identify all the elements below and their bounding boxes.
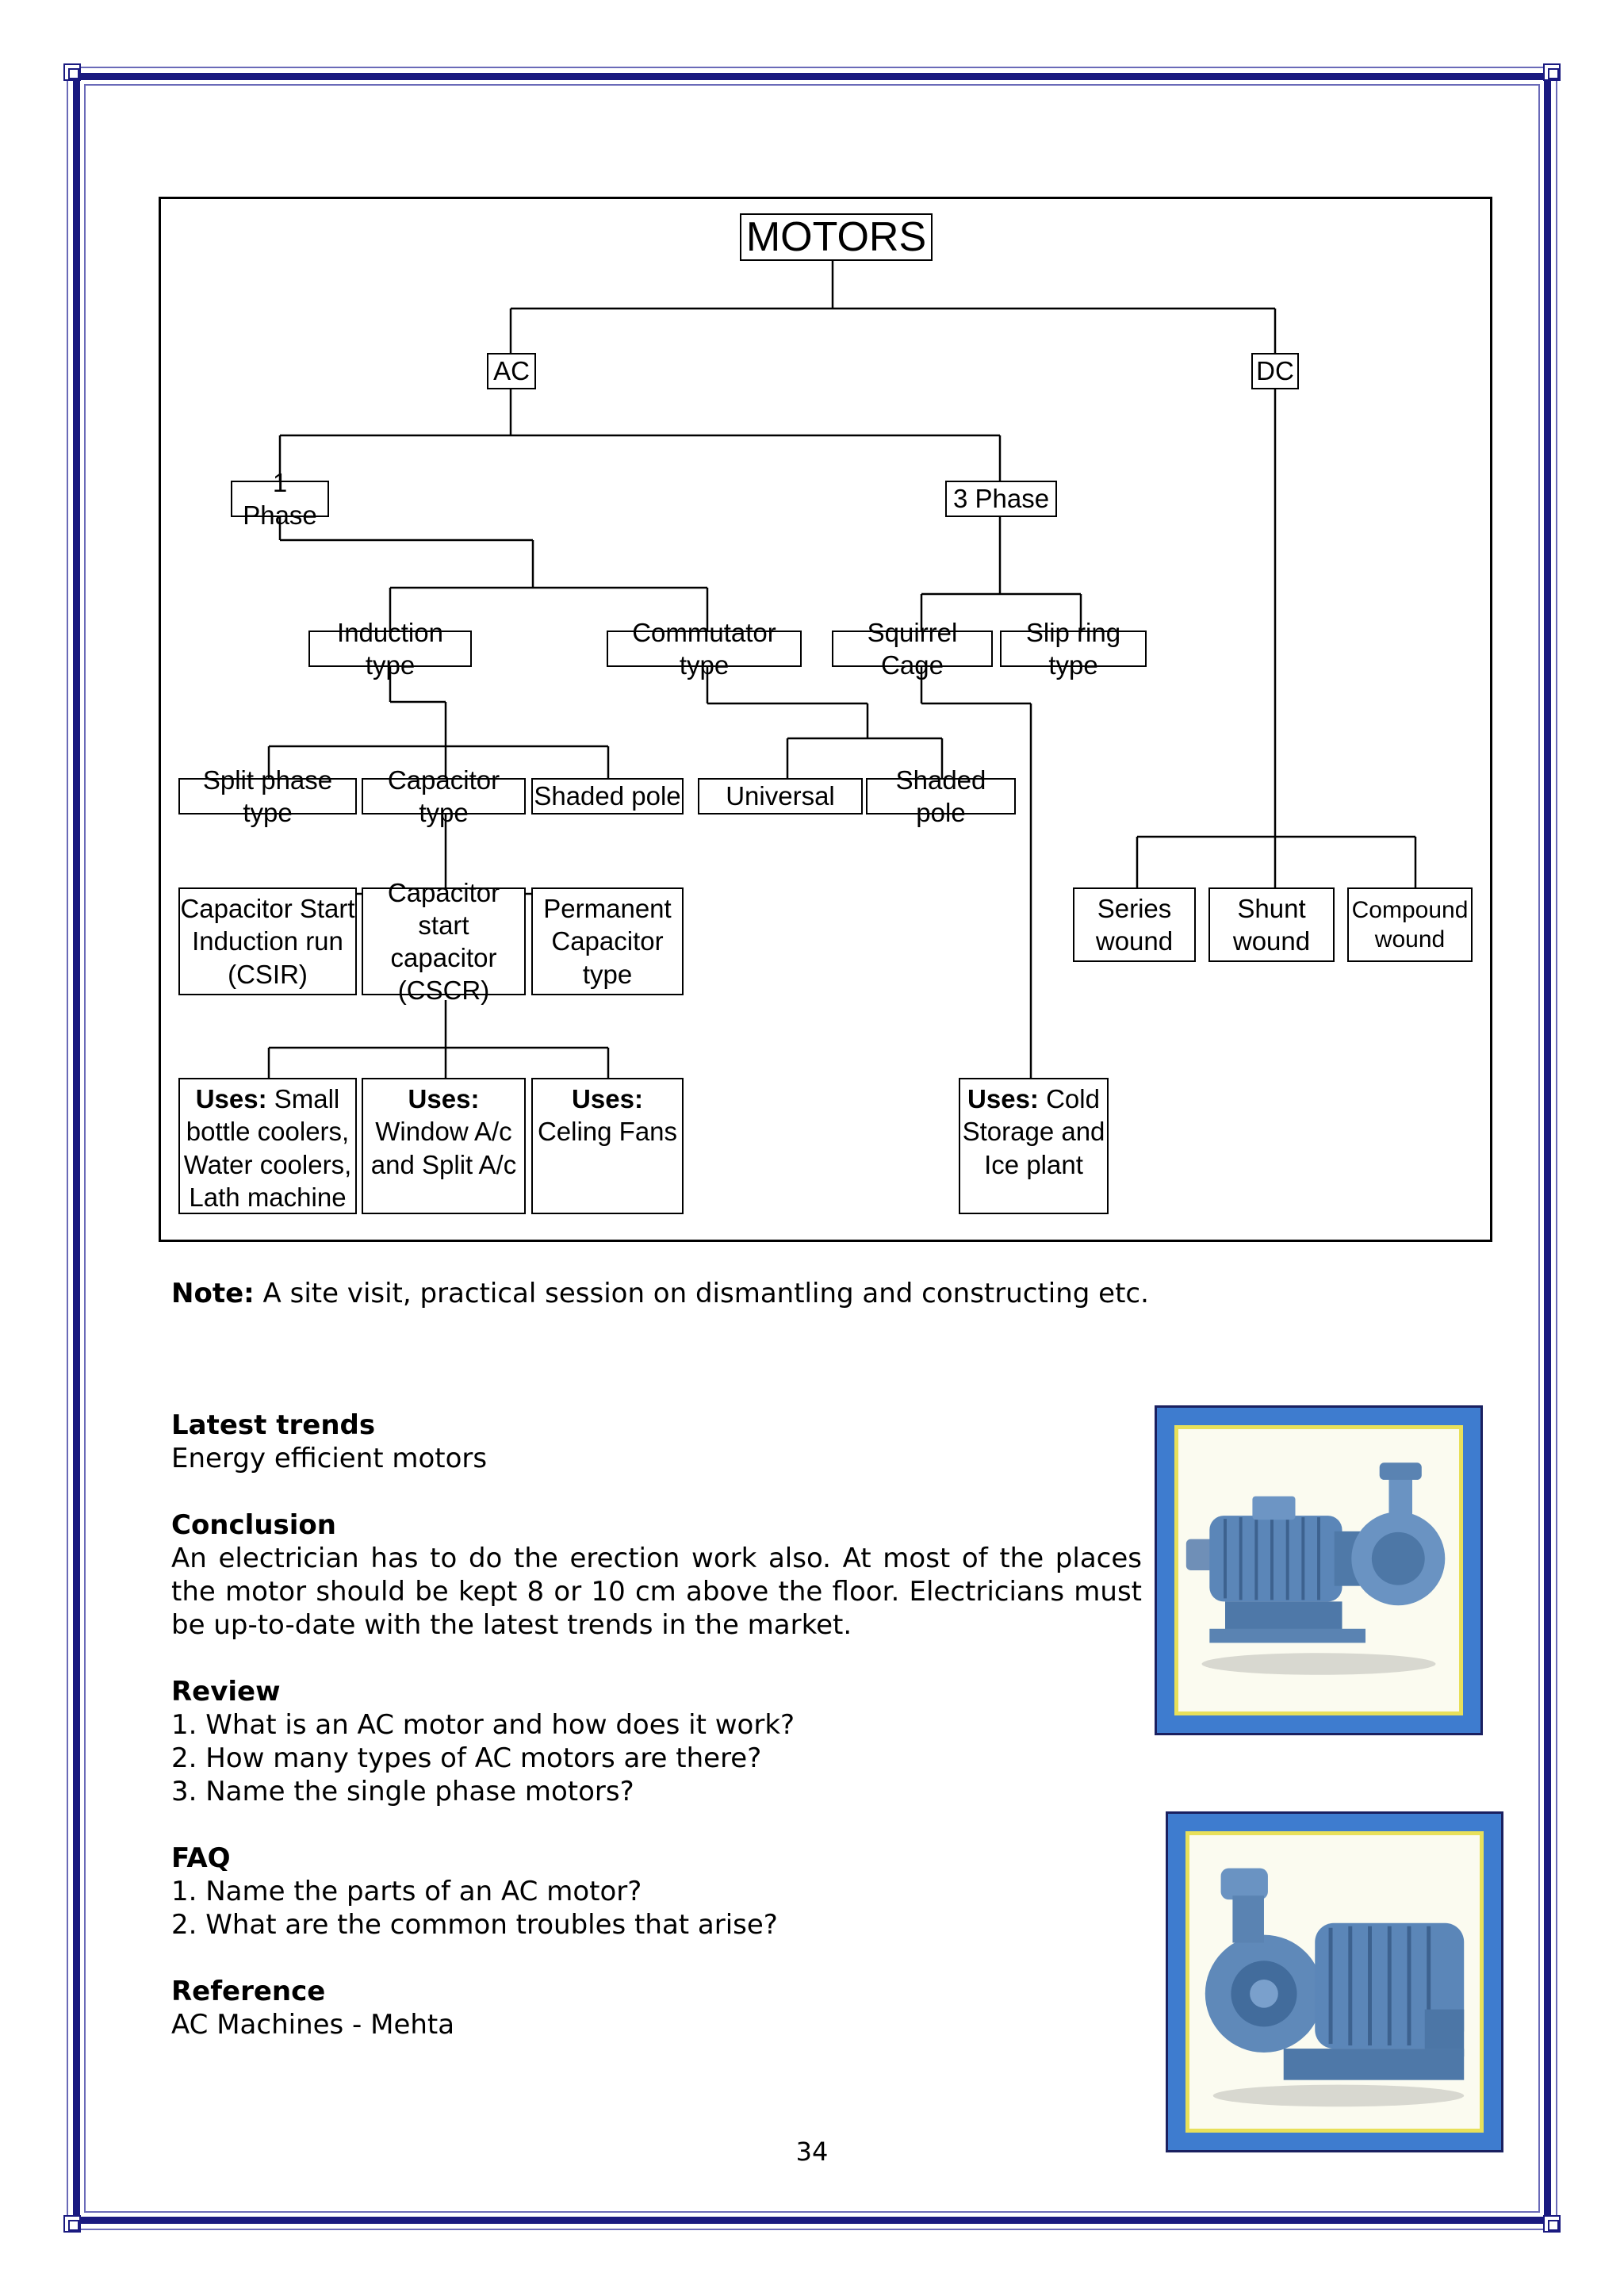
node-csir: Capacitor Start Induction run (CSIR) [178, 887, 357, 995]
review-item: 2. How many types of AC motors are there… [171, 1742, 762, 1774]
review-heading: Review [171, 1676, 281, 1708]
page-border-outer [67, 67, 1557, 2230]
node-ac: AC [487, 353, 536, 389]
node-split-phase-type: Split phase type [178, 765, 357, 827]
corner-ornament-top-right [1543, 63, 1561, 81]
uses-label: Uses: [195, 1084, 267, 1114]
uses-text: Small bottle coolers, Water coolers, Lat… [183, 1084, 352, 1212]
motor-pump-image-2 [1205, 1868, 1465, 2107]
review-item: 1. What is an AC motor and how does it w… [171, 1709, 795, 1741]
node-uses-csir: Uses: Small bottle coolers, Water cooler… [178, 1078, 357, 1214]
review-item: 3. Name the single phase motors? [171, 1776, 634, 1807]
latest-trends-body: Energy efficient motors [171, 1443, 488, 1474]
faq-heading: FAQ [171, 1842, 231, 1874]
page-number: 34 [795, 2137, 829, 2167]
node-shaded-pole: Shaded pole [531, 778, 684, 815]
node-commutator-type: Commutator type [607, 618, 802, 680]
node-motors: MOTORS [740, 213, 933, 261]
conclusion-body: An electrician has to do the erection wo… [171, 1543, 1142, 1641]
node-uses-permanent: Uses: Celing Fans [531, 1078, 684, 1214]
uses-label: Uses: [408, 1084, 480, 1114]
corner-ornament-top-left [63, 63, 81, 81]
note-text: A site visit, practical session on disma… [254, 1278, 1149, 1309]
node-uses-cscr: Uses: Window A/c and Split A/c [362, 1078, 526, 1214]
section-faq: FAQ 1. Name the parts of an AC motor? 2.… [171, 1842, 1142, 1941]
uses-text: Window A/c and Split A/c [370, 1117, 517, 1179]
section-review: Review 1. What is an AC motor and how do… [171, 1675, 1142, 1808]
motor-classification-diagram: MOTORS AC DC 1 Phase 3 Phase Induction t… [159, 197, 1492, 1242]
uses-label: Uses: [967, 1084, 1039, 1114]
corner-ornament-bottom-left [63, 2215, 81, 2233]
node-permanent-capacitor: Permanent Capacitor type [531, 887, 684, 995]
reference-heading: Reference [171, 1976, 326, 2007]
reference-body: AC Machines - Mehta [171, 2009, 455, 2041]
motor-pump-photo-2 [1166, 1811, 1503, 2152]
node-squirrel-cage: Squirrel Cage [832, 618, 993, 680]
node-dc: DC [1251, 353, 1299, 389]
conclusion-heading: Conclusion [171, 1509, 336, 1541]
page-border [73, 73, 1551, 2224]
node-induction-type: Induction type [308, 618, 472, 680]
node-series-wound: Series wound [1073, 887, 1196, 962]
section-conclusion: Conclusion An electrician has to do the … [171, 1508, 1142, 1642]
uses-label: Uses: [572, 1084, 643, 1114]
photo-1-inner-frame [1174, 1425, 1463, 1715]
node-3-phase: 3 Phase [945, 481, 1057, 517]
node-capacitor-type: Capacitor type [362, 765, 526, 827]
page-border-inner [84, 84, 1540, 2213]
motor-pump-photo-1 [1155, 1405, 1483, 1735]
section-reference: Reference AC Machines - Mehta [171, 1975, 1142, 2041]
faq-item: 2. What are the common troubles that ari… [171, 1909, 778, 1941]
uses-text: Cold Storage and Ice plant [962, 1084, 1105, 1179]
node-universal: Universal [698, 778, 863, 815]
note: Note: A site visit, practical session on… [171, 1277, 1202, 1310]
node-compound-wound: Compound wound [1347, 887, 1473, 962]
corner-ornament-bottom-right [1543, 2215, 1561, 2233]
uses-text: Celing Fans [537, 1117, 678, 1147]
faq-item: 1. Name the parts of an AC motor? [171, 1876, 642, 1907]
node-uses-squirrel-cage: Uses: Cold Storage and Ice plant [959, 1078, 1109, 1214]
node-slip-ring-type: Slip ring type [1000, 618, 1147, 680]
latest-trends-heading: Latest trends [171, 1409, 376, 1441]
tree-connector-lines [267, 261, 1417, 1088]
motor-pump-image-1 [1185, 1462, 1446, 1675]
note-label: Note: [171, 1278, 255, 1309]
node-shaded-pole-universal: Shaded pole [866, 765, 1016, 827]
section-latest-trends: Latest trends Energy efficient motors [171, 1409, 1142, 1475]
node-shunt-wound: Shunt wound [1208, 887, 1335, 962]
main-content: Latest trends Energy efficient motors Co… [171, 1409, 1142, 2075]
photo-2-inner-frame [1185, 1831, 1484, 2133]
node-1-phase: 1 Phase [231, 468, 329, 530]
node-cscr: Capacitor start capacitor (CSCR) [362, 878, 526, 1005]
